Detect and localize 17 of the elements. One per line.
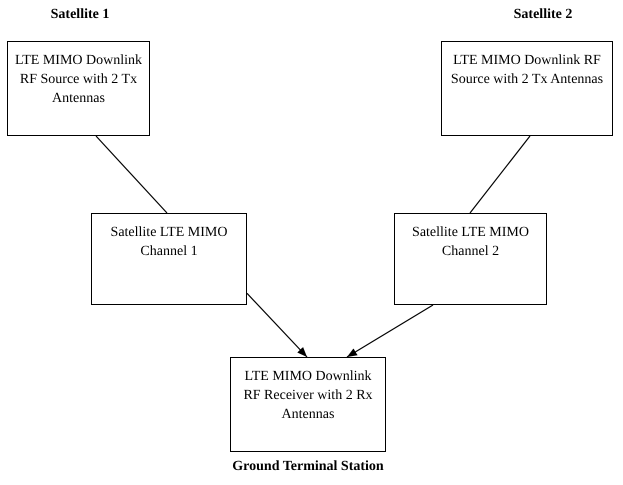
arrow <box>246 292 308 358</box>
process-box <box>230 357 386 452</box>
connector-line <box>470 136 530 214</box>
box-text: LTE MIMO Downlink RF Receiver with 2 Rx Antennas <box>242 368 374 424</box>
box-text: Satellite LTE MIMO Channel 2 <box>411 224 530 261</box>
heading-label: Satellite 1 <box>50 6 110 24</box>
box-text: LTE MIMO Downlink RF Source with 2 Tx Antennas <box>450 52 604 89</box>
process-box <box>394 213 547 305</box>
process-box <box>91 213 247 305</box>
connector-line <box>96 136 168 214</box>
process-box <box>7 41 150 136</box>
box-text: Satellite LTE MIMO Channel 1 <box>110 224 228 261</box>
arrow <box>346 304 434 358</box>
heading-label: Satellite 2 <box>512 6 574 24</box>
box-text: LTE MIMO Downlink RF Source with 2 Tx Antennas <box>14 52 144 108</box>
process-box <box>441 41 613 136</box>
heading-label: Ground Terminal Station <box>231 458 385 476</box>
